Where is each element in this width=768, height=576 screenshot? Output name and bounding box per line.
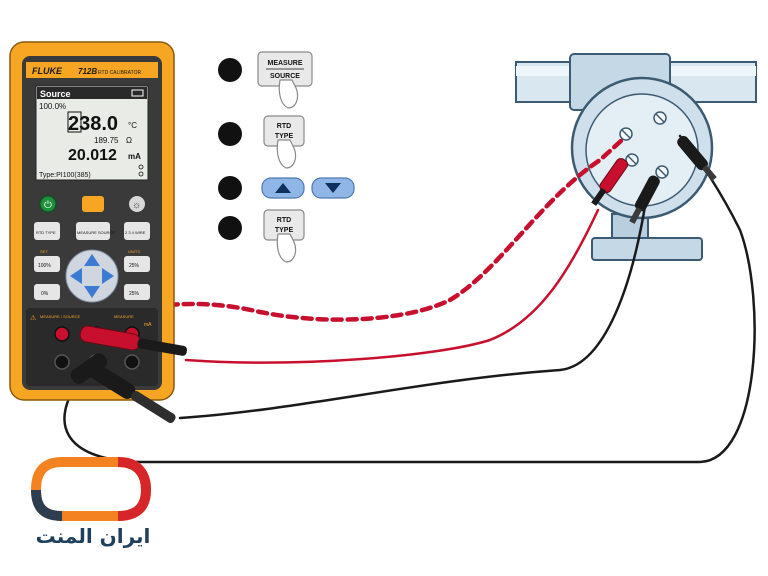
rtd-transmitter (515, 53, 757, 261)
rtd-type-key-label: RTD TYPE (36, 230, 56, 235)
step-3-bullet (218, 176, 242, 200)
measure-source-key-label: MEASURE SOURCE (77, 230, 115, 235)
set-label: SET (40, 249, 48, 254)
step-2-key-line1: RTD (277, 123, 291, 130)
transmitter-probes (591, 135, 717, 224)
iran-element-logo (30, 457, 152, 521)
wires (63, 134, 756, 464)
warning-icon: ⚠ (30, 314, 36, 322)
measure-source-key[interactable] (76, 222, 110, 240)
terminal-screw-3 (653, 111, 667, 125)
terminal-screw-4 (655, 165, 669, 179)
fluke-712b-calibrator: FLUKE 712B RTD CALIBRATOR Source 100.0% … (9, 41, 175, 401)
meter-model: 712B (78, 67, 97, 76)
backlight-button[interactable] (129, 196, 145, 212)
step-1-key-line1: MEASURE (267, 60, 302, 67)
terminal-right-unit: mA (144, 322, 152, 328)
step-key-0-label: 0% (41, 291, 49, 297)
terminal-jack-1 (54, 326, 70, 342)
screen-percent: 100.0% (39, 102, 66, 111)
rtd-type-key[interactable] (34, 222, 60, 240)
logo-text: ایران المنت (35, 524, 151, 548)
meter-header (26, 62, 158, 78)
terminal-screw-2 (625, 153, 639, 167)
nav-up-button[interactable] (84, 254, 100, 266)
screen-ohms-unit: Ω (126, 136, 132, 145)
step-3-up-arrow-icon (275, 183, 291, 193)
terminal-right-label: MEASURE (114, 314, 134, 319)
step-instructions: MEASURE SOURCE RTD TYPE RTD TYPE (218, 51, 355, 263)
nav-right-button[interactable] (102, 268, 114, 284)
step-2-finger-icon (276, 139, 297, 169)
step-key-25-label: 25% (129, 263, 140, 269)
step-key-25[interactable] (124, 256, 150, 272)
navigation-pad (65, 249, 119, 303)
step-1-finger-icon (278, 79, 299, 109)
meter-probe-plugs (70, 325, 188, 424)
step-key-25b-label: 25% (129, 291, 140, 297)
screen-type-line: Type:PI100(385) (39, 172, 91, 179)
terminal-screw-1 (619, 127, 633, 141)
nav-left-button[interactable] (70, 268, 82, 284)
step-1-key-line2: SOURCE (270, 73, 300, 80)
step-4-finger-icon (276, 233, 297, 263)
black-probe-transmitter-2 (677, 135, 717, 182)
step-key-0[interactable] (34, 284, 60, 300)
screen-main-unit: °C (128, 121, 137, 130)
terminal-jack-3 (54, 354, 70, 370)
terminal-jack-6 (124, 354, 140, 370)
screen-ma-unit: mA (128, 152, 141, 161)
black-probe-transmitter-1 (629, 175, 660, 224)
logo-ring-icon (30, 457, 152, 521)
black-plug-meter-2 (70, 353, 108, 384)
transmitter-base (591, 237, 703, 261)
units-label: UNITS (128, 249, 140, 254)
logo-ring-red-part (117, 457, 152, 521)
screen-main-value: 238.0 (68, 113, 118, 135)
step-3-down-arrow-icon (325, 183, 341, 193)
power-icon: ⏻ (44, 200, 52, 211)
screen-mode: Source (40, 89, 71, 99)
logo-ring-dark-part (31, 489, 63, 521)
red-probe-transmitter (591, 158, 629, 206)
wire-mode-key-label: 2 3 4 WIRE (125, 230, 146, 235)
zero-button[interactable] (82, 196, 104, 212)
step-2-bullet (218, 122, 242, 146)
screen-ma-value: 20.012 (68, 147, 117, 164)
step-4-key-line2: TYPE (275, 227, 294, 234)
meter-brand: FLUKE (32, 66, 63, 76)
red-wire (184, 208, 600, 364)
backlight-icon: ☼ (132, 200, 141, 211)
terminal-left-label: MEASURE / SOURCE (40, 314, 81, 319)
meter-model-desc: RTD CALIBRATOR (98, 70, 141, 76)
step-4-bullet (218, 216, 242, 240)
step-2-key-line2: TYPE (275, 133, 294, 140)
screen-ohms-value: 189.75 (94, 136, 119, 145)
cursor-box (67, 111, 82, 133)
step-key-100[interactable] (34, 256, 60, 272)
nav-down-button[interactable] (84, 286, 100, 298)
step-4-key-line1: RTD (277, 217, 291, 224)
screen-indicator-1 (138, 164, 144, 170)
step-key-100-label: 100% (38, 263, 51, 269)
screen-indicator-2 (138, 171, 144, 177)
step-key-25b[interactable] (124, 284, 150, 300)
step-1-bullet (218, 58, 242, 82)
screen-mode-bar (37, 87, 147, 99)
black-wire-2 (63, 134, 756, 464)
black-wire-1 (178, 198, 648, 420)
dashed-red-wire (93, 137, 625, 325)
battery-icon (131, 89, 144, 97)
meter-screen (35, 85, 149, 181)
wire-mode-key[interactable] (124, 222, 150, 240)
power-button[interactable] (39, 195, 57, 213)
red-plug-meter (79, 325, 188, 356)
